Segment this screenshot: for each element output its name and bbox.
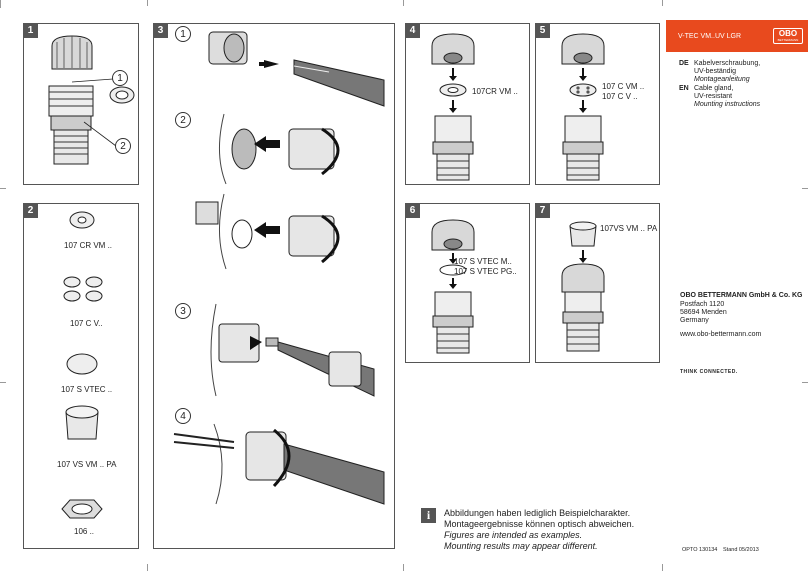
panel-number: 1 (23, 23, 38, 38)
address-line-3: Germany (680, 317, 709, 324)
en-text-1: Cable gland, (694, 85, 734, 92)
crop-mark (0, 0, 1, 8)
de-text-1: Kabelverschraubung, (694, 60, 761, 67)
gland-with-disc-seal-illustration (431, 219, 475, 354)
label-106: 106 .. (74, 527, 95, 536)
crop-mark (403, 564, 404, 571)
crop-mark (403, 0, 404, 6)
mounting-steps-illustration (173, 31, 385, 505)
panel-number: 3 (153, 23, 168, 38)
step-2: 2 (175, 112, 191, 128)
crop-mark (0, 382, 6, 383)
crop-mark (147, 0, 148, 6)
step-3: 3 (175, 303, 191, 319)
panel-number: 7 (535, 203, 550, 218)
callout-2: 2 (115, 138, 131, 154)
panel-number: 4 (405, 23, 420, 38)
callout-1: 1 (112, 70, 128, 86)
footer-date: Stand 05/2013 (723, 547, 759, 553)
obo-logo: OBO BETTERMANN (773, 28, 803, 44)
note-en-line-1: Figures are intended as examples. (444, 530, 583, 540)
label-107cr-vm: 107CR VM .. (472, 87, 518, 96)
website-link[interactable]: www.obo-bettermann.com (680, 331, 762, 338)
note-de-line-2: Montageergebnisse können optisch abweich… (444, 519, 635, 529)
panel-3: 3 1 2 3 4 (153, 23, 395, 549)
step-4: 4 (175, 408, 191, 424)
panel-1: 1 1 2 (23, 23, 139, 185)
info-icon-glyph: i (426, 508, 431, 522)
panel-5: 5 107 C VM .. 107 C V .. (535, 23, 660, 185)
label-107-c-v: 107 C V .. (602, 92, 638, 101)
label-107-s-vtec: 107 S VTEC .. (61, 385, 113, 394)
panel-number: 5 (535, 23, 550, 38)
label-107-c-vm: 107 C VM .. (602, 82, 645, 91)
footer-code: OPTO 130134 (682, 547, 718, 553)
lang-code-de: DE (679, 60, 689, 67)
panel-4: 4 107CR VM .. (405, 23, 530, 185)
cable-gland-exploded-illustration (48, 35, 135, 165)
label-107-vs-vm-pa: 107 VS VM .. PA (57, 460, 117, 469)
address-line-1: Postfach 1120 (680, 301, 725, 308)
info-icon: i (421, 508, 436, 523)
logo-subtext: BETTERMANN (777, 38, 799, 42)
crop-mark (662, 564, 663, 571)
crop-mark (662, 0, 663, 6)
title-bar (666, 20, 808, 52)
logo-text: OBO (778, 29, 798, 38)
de-text-2: UV-beständig (694, 68, 737, 75)
label-107vs-vm-pa: 107VS VM .. PA (600, 224, 658, 233)
seal-ring-icon (61, 211, 103, 519)
crop-mark (147, 564, 148, 571)
label-107-s-vtec-m: 107 S VTEC M.. (454, 257, 512, 266)
panel-number: 2 (23, 203, 38, 218)
panel-2: 2 107 CR VM .. 107 C V.. 107 S VTEC .. 1… (23, 203, 139, 549)
label-107-cr-vm: 107 CR VM .. (64, 241, 113, 250)
note-de-line-1: Abbildungen haben lediglich Beispielchar… (444, 508, 631, 518)
label-107-s-vtec-pg: 107 S VTEC PG.. (454, 267, 517, 276)
gland-with-plug-illustration (561, 221, 605, 352)
gland-with-multi-seal-illustration (561, 33, 605, 181)
crop-mark (802, 188, 808, 189)
crop-mark (802, 382, 808, 383)
company-name: OBO BETTERMANN GmbH & Co. KG (680, 292, 803, 299)
step-1: 1 (175, 26, 191, 42)
panel-6: 6 107 S VTEC M.. 107 S VTEC PG.. (405, 203, 530, 363)
note-en-line-2: Mounting results may appear different. (444, 541, 598, 551)
label-107-c-v: 107 C V.. (70, 319, 103, 328)
panel-7: 7 107VS VM .. PA (535, 203, 660, 363)
lang-code-en: EN (679, 85, 689, 92)
en-text-2: UV-resistant (694, 93, 733, 100)
crop-mark (0, 188, 6, 189)
de-text-3: Montageanleitung (694, 76, 750, 83)
product-title: V-TEC VM..UV LGR (678, 33, 742, 40)
slogan: THINK CONNECTED. (680, 369, 738, 375)
panel-number: 6 (405, 203, 420, 218)
address-line-2: 58694 Menden (680, 309, 727, 316)
en-text-3: Mounting instructions (694, 101, 761, 108)
gland-with-seal-illustration (431, 33, 475, 181)
